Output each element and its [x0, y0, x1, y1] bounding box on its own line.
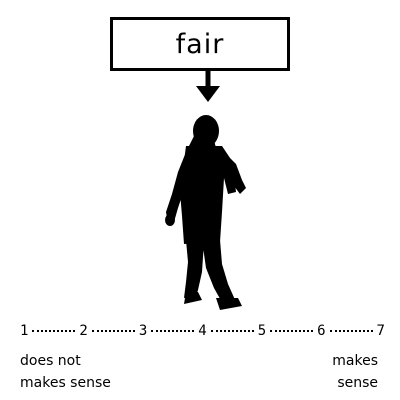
right-anchor-line-1: makes [332, 353, 378, 369]
right-anchor-label: makes sense [332, 350, 378, 394]
down-arrow-icon [196, 70, 220, 102]
left-anchor-line-1: does not [20, 353, 81, 369]
right-anchor-line-2: sense [337, 375, 378, 391]
scale-point-5[interactable]: 5 [257, 323, 267, 339]
scale-dots [151, 328, 195, 332]
scale-point-6[interactable]: 6 [317, 323, 326, 339]
scale-point-3[interactable]: 3 [138, 323, 148, 339]
scale-dots [91, 328, 135, 332]
scale-point-2[interactable]: 2 [79, 323, 88, 339]
walking-person-silhouette [165, 115, 246, 310]
scale-dots [270, 328, 314, 332]
scale-point-7[interactable]: 7 [376, 323, 385, 339]
scale-dots [210, 328, 254, 332]
word-box: fair [110, 17, 290, 71]
scale-dots [329, 328, 373, 332]
left-anchor-line-2: makes sense [20, 375, 111, 391]
scale-point-4[interactable]: 4 [198, 323, 207, 339]
left-anchor-label: does not makes sense [20, 350, 111, 394]
scale-point-1[interactable]: 1 [20, 323, 29, 339]
rating-scale: 1 2 3 4 5 6 7 [20, 322, 385, 340]
prompt-word: fair [175, 28, 225, 60]
scale-dots [32, 328, 76, 332]
